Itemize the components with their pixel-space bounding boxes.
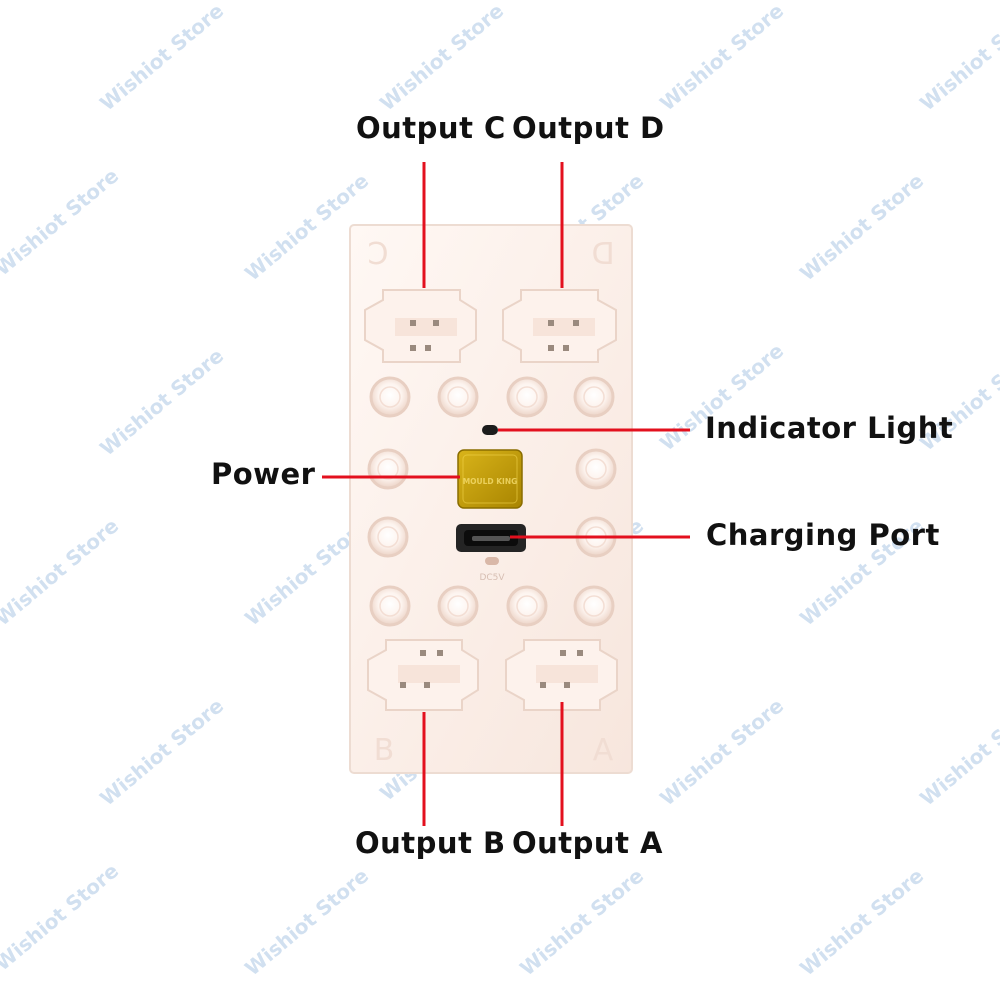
connector-output-d: [502, 289, 617, 363]
connector-output-a: [505, 639, 618, 711]
stud: [575, 448, 617, 490]
charge-led: [485, 557, 499, 565]
label-output-d: Output D: [512, 111, 665, 145]
stud: [369, 585, 411, 627]
board-letter-b: B: [374, 733, 395, 768]
connector-output-c: [364, 289, 477, 363]
stud: [367, 516, 409, 558]
connector-output-b: [367, 639, 479, 711]
board-letter-a: A: [593, 733, 614, 768]
label-indicator-light: Indicator Light: [705, 411, 954, 445]
label-output-c: Output C: [356, 111, 506, 145]
label-output-b: Output B: [355, 826, 506, 860]
stud: [367, 448, 409, 490]
indicator-light: [482, 425, 498, 435]
voltage-mark: DC5V: [479, 573, 505, 583]
stud: [573, 585, 615, 627]
stud: [573, 376, 615, 418]
stud: [437, 585, 479, 627]
label-charging-port: Charging Port: [706, 518, 940, 552]
label-power: Power: [211, 457, 316, 491]
stud: [506, 376, 548, 418]
leader-lines: [322, 162, 690, 826]
charging-port[interactable]: [456, 524, 526, 552]
power-button[interactable]: MOULD KING: [457, 449, 523, 509]
stud: [437, 376, 479, 418]
board-letter-c: C: [368, 234, 389, 269]
power-button-text: MOULD KING: [463, 477, 518, 486]
stud: [369, 376, 411, 418]
label-output-a: Output A: [512, 826, 663, 860]
stud: [506, 585, 548, 627]
board-letter-d: D: [591, 234, 614, 269]
